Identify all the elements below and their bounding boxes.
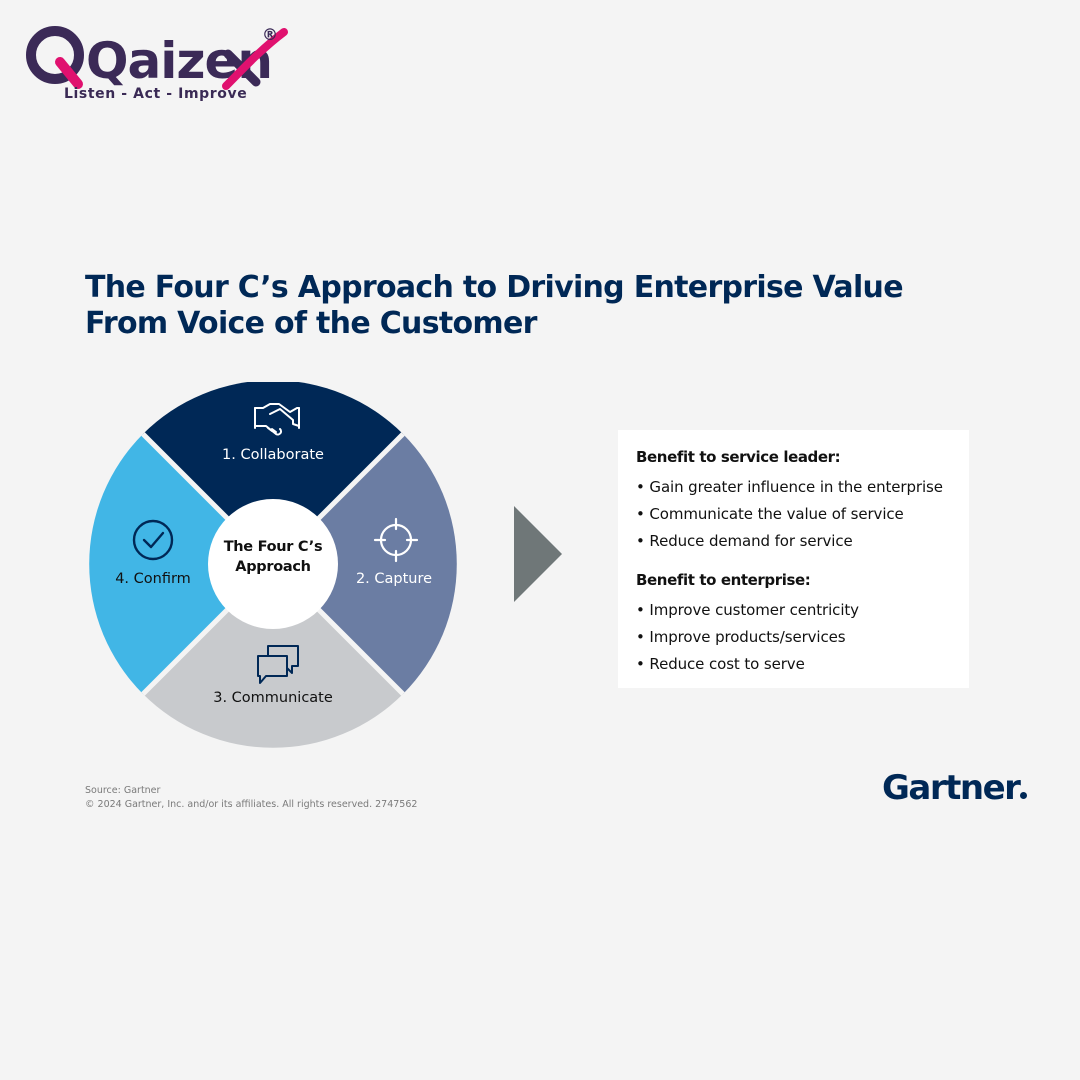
title-line-2: From Voice of the Customer: [85, 306, 537, 341]
title-line-1: The Four C’s Approach to Driving Enterpr…: [85, 270, 904, 305]
wheel-center: [208, 499, 338, 629]
registered-mark: ®: [262, 25, 278, 44]
benefit-service-leader-list: Gain greater influence in the enterprise…: [636, 474, 969, 555]
copyright-line: © 2024 Gartner, Inc. and/or its affiliat…: [85, 799, 418, 810]
chat-bubbles-icon: [257, 645, 299, 684]
source-line: Source: Gartner: [85, 785, 161, 796]
four-cs-wheel: The Four C’s Approach 1. Collaborate 2. …: [89, 382, 457, 748]
list-item: Improve customer centricity: [636, 597, 969, 624]
list-item: Improve products/services: [636, 624, 969, 651]
source-note: Source: Gartner © 2024 Gartner, Inc. and…: [85, 784, 417, 812]
target-crosshair-icon: [373, 517, 419, 563]
segment-collaborate-label: 1. Collaborate: [222, 447, 324, 463]
wheel-center-line-1: The Four C’s: [224, 539, 323, 555]
segment-communicate-label: 3. Communicate: [213, 690, 333, 706]
benefit-enterprise-list: Improve customer centricity Improve prod…: [636, 597, 969, 678]
benefit-service-leader-heading: Benefit to service leader:: [636, 448, 841, 466]
logo-tagline: Listen - Act - Improve: [64, 86, 248, 102]
segment-capture: [273, 434, 457, 694]
chevron-right-icon: [514, 506, 562, 602]
list-item: Gain greater influence in the enterprise: [636, 474, 969, 501]
page-title: The Four C’s Approach to Driving Enterpr…: [85, 270, 904, 342]
logo-wordmark: Qaizen: [86, 32, 272, 90]
gartner-registered-dot: [1020, 792, 1028, 799]
wheel-center-line-2: Approach: [235, 559, 310, 575]
gartner-logo: Gartner: [882, 768, 1028, 808]
benefits-panel: Benefit to service leader: Gain greater …: [618, 430, 969, 688]
segment-collaborate: [143, 382, 403, 564]
segment-capture-label: 2. Capture: [356, 571, 432, 587]
benefit-enterprise-heading: Benefit to enterprise:: [636, 571, 811, 589]
gartner-wordmark: Gartner: [882, 768, 1021, 808]
list-item: Reduce cost to serve: [636, 651, 969, 678]
qaizenx-logo: Qaizen ®: [26, 25, 288, 90]
handshake-icon: [254, 403, 300, 436]
list-item: Reduce demand for service: [636, 528, 969, 555]
list-item: Communicate the value of service: [636, 501, 969, 528]
segment-confirm: [89, 434, 273, 694]
segment-confirm-label: 4. Confirm: [115, 571, 191, 587]
check-circle-icon: [132, 519, 174, 561]
